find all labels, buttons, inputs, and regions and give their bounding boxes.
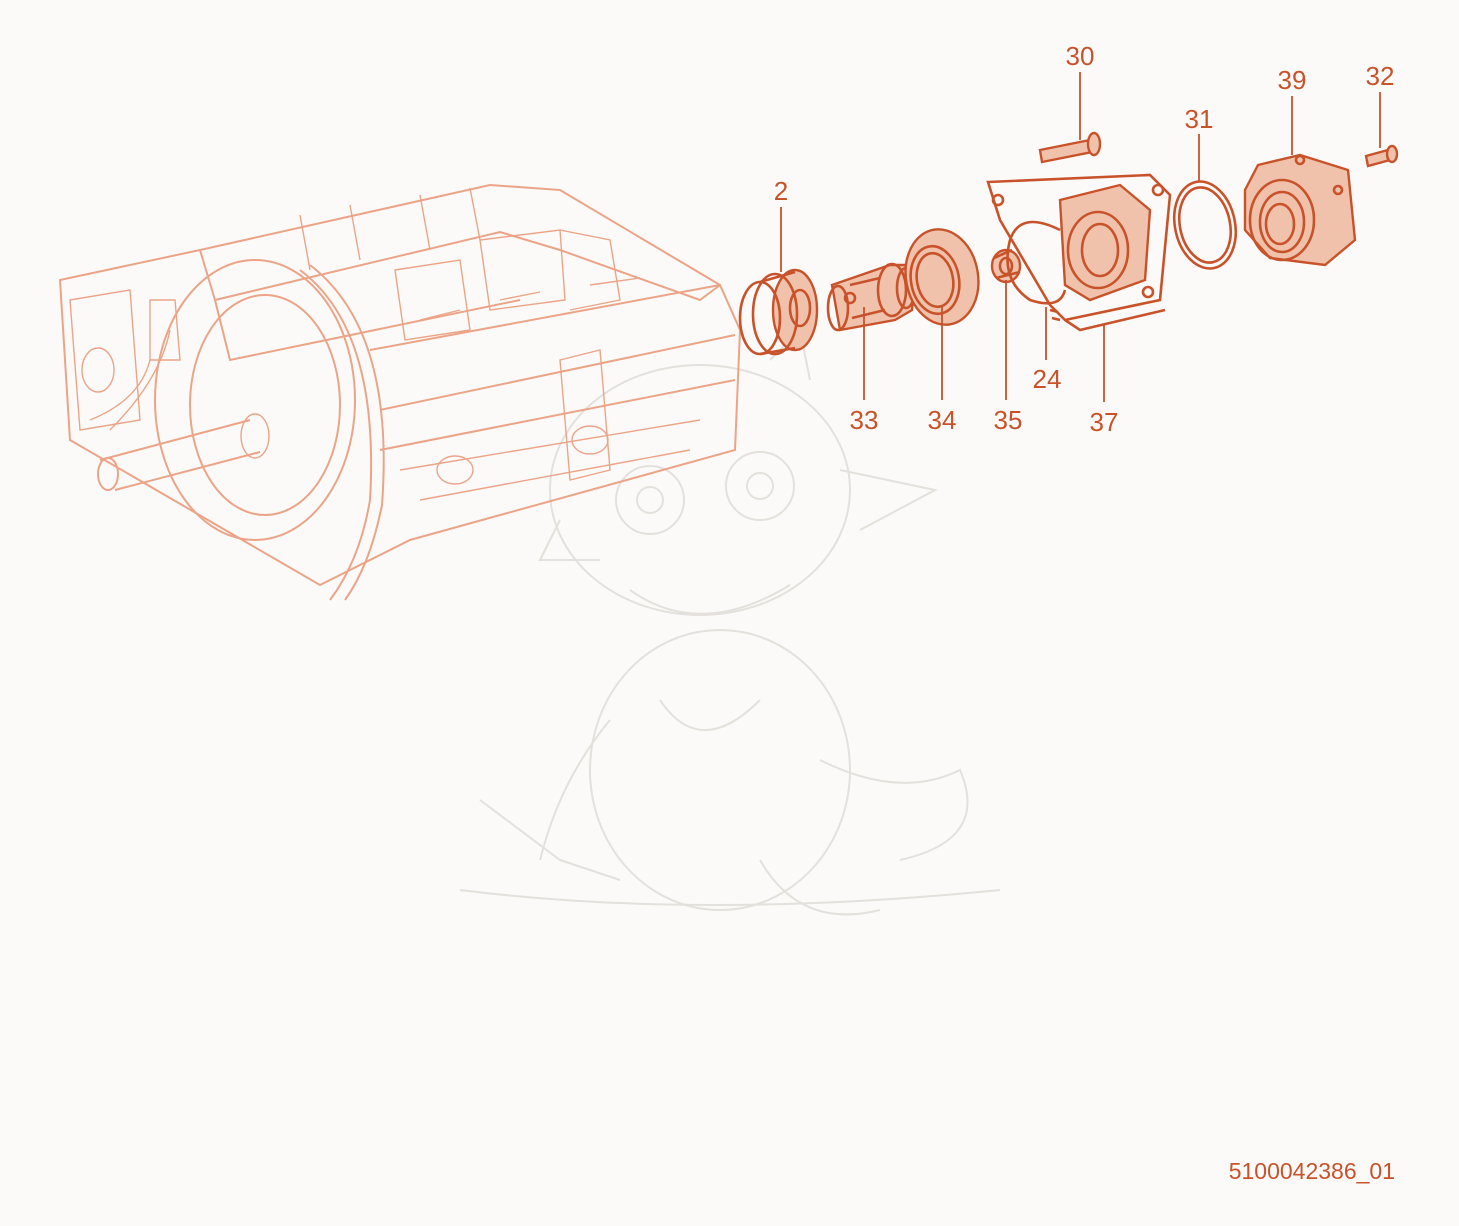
part-label-24: 24 bbox=[1032, 364, 1062, 394]
part-label-31: 31 bbox=[1184, 104, 1214, 134]
part-31-gasket-drawing bbox=[1172, 180, 1238, 270]
part-label-32: 32 bbox=[1365, 61, 1395, 91]
part-32-screw-drawing bbox=[1364, 144, 1399, 168]
part-2-collar-drawing bbox=[738, 268, 819, 356]
part-30-bolt-drawing bbox=[1038, 131, 1102, 164]
part-39-bearing-cap-drawing bbox=[1243, 153, 1357, 267]
part-33-shaft-drawing bbox=[826, 262, 917, 332]
part-35-bearing-drawing bbox=[990, 248, 1022, 284]
transmission-housing-drawing bbox=[58, 183, 742, 601]
part-label-33: 33 bbox=[849, 405, 879, 435]
part-34-seal-drawing bbox=[904, 228, 980, 326]
part-label-39: 39 bbox=[1277, 65, 1307, 95]
part-label-34: 34 bbox=[927, 405, 957, 435]
document-id: 5100042386_01 bbox=[1228, 1158, 1395, 1184]
part-label-2: 2 bbox=[773, 176, 789, 206]
part-label-35: 35 bbox=[993, 405, 1023, 435]
leader-lines bbox=[780, 72, 1381, 402]
part-37-cover-plate-drawing bbox=[986, 173, 1172, 332]
part-label-37: 37 bbox=[1089, 407, 1119, 437]
part-label-30: 30 bbox=[1065, 41, 1095, 71]
